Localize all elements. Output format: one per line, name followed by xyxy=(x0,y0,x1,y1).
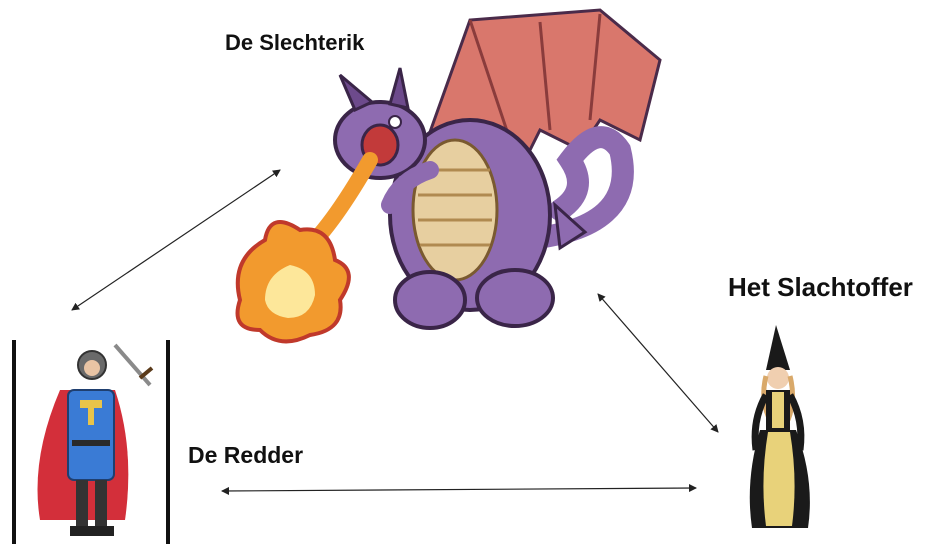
arrow-rescuer-villain xyxy=(71,169,281,311)
fire-breath xyxy=(235,152,378,344)
victim-label: Het Slachtoffer xyxy=(728,272,913,302)
arrow-rescuer-victim xyxy=(221,484,697,495)
princess-figure xyxy=(749,325,810,528)
rescuer-label: De Redder xyxy=(188,442,304,468)
villain-label: De Slechterik xyxy=(225,30,365,55)
dragon-figure xyxy=(333,8,662,330)
knight-figure xyxy=(37,343,154,536)
arrow-villain-victim xyxy=(597,293,719,433)
